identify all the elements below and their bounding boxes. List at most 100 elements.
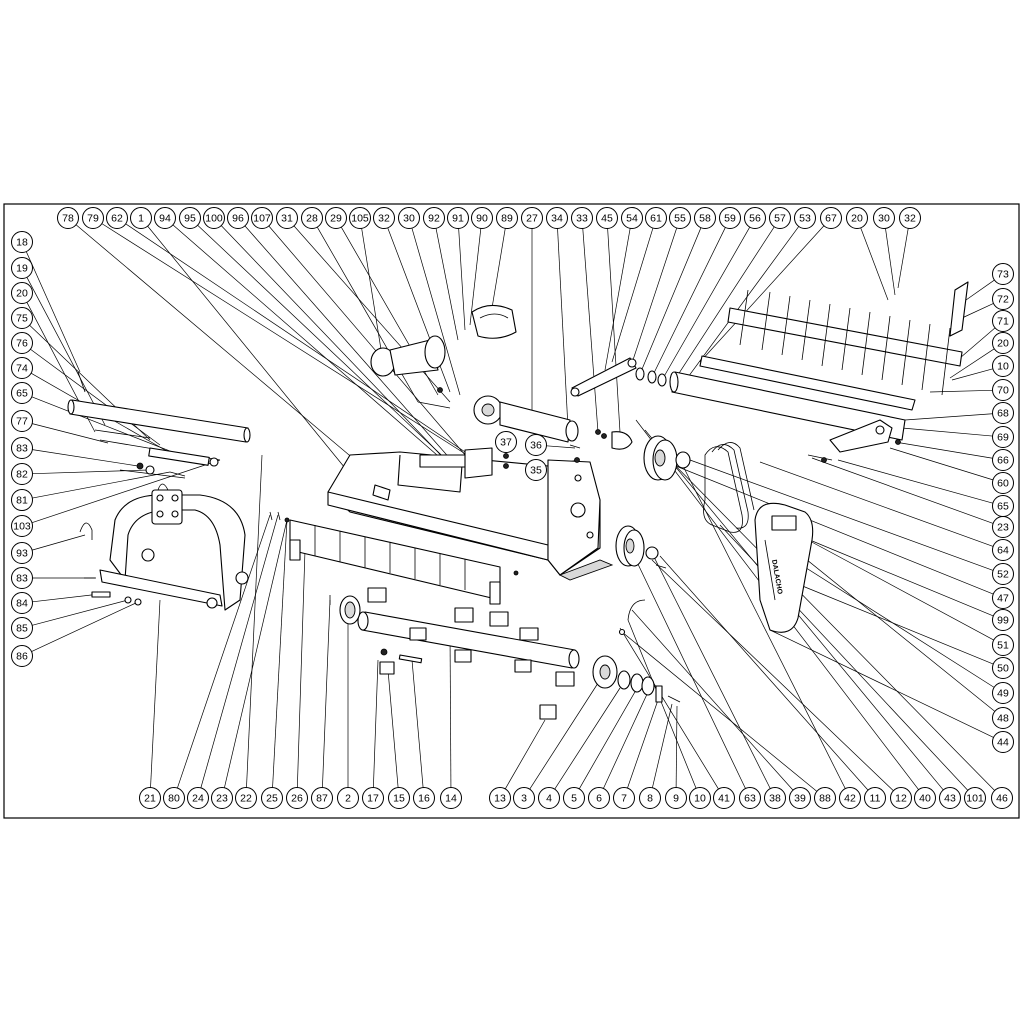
callout-105: 105 (349, 207, 371, 229)
upper-pulley (643, 435, 691, 481)
callout-number: 16 (418, 793, 430, 805)
callout-number: 61 (650, 213, 662, 225)
callout-number: 37 (500, 437, 512, 449)
leader-line (411, 227, 461, 396)
leader-line (449, 631, 452, 788)
leader-line (30, 348, 161, 446)
callout-number: 23 (216, 793, 228, 805)
callout-number: 45 (601, 213, 613, 225)
callout-10: 10 (689, 787, 711, 809)
leader-line (929, 389, 993, 393)
callout-99: 99 (992, 609, 1014, 631)
callout-30: 30 (398, 207, 420, 229)
leader-line (197, 224, 453, 466)
leader-line (458, 228, 466, 331)
leader-line (897, 228, 909, 289)
callout-6: 6 (588, 787, 610, 809)
callout-38: 38 (764, 787, 786, 809)
leader-line (904, 413, 993, 421)
leader-lines (25, 223, 996, 792)
callout-number: 103 (13, 521, 31, 533)
leader-line (435, 228, 459, 341)
leader-line (759, 461, 994, 547)
callout-17: 17 (362, 787, 384, 809)
callout-number: 91 (452, 213, 464, 225)
callout-number: 84 (16, 598, 28, 610)
callout-number: 39 (794, 793, 806, 805)
callout-8: 8 (639, 787, 661, 809)
callout-number: 93 (16, 548, 28, 560)
callout-number: 44 (997, 737, 1009, 749)
leader-line (811, 457, 994, 524)
leader-line (611, 227, 654, 363)
tensioner-arm (570, 357, 667, 397)
callout-number: 48 (997, 713, 1009, 725)
callout-number: 32 (378, 213, 390, 225)
callout-number: 35 (530, 465, 542, 477)
callout-number: 68 (997, 408, 1009, 420)
callout-number: 41 (718, 793, 730, 805)
callout-81: 81 (11, 489, 33, 511)
callout-1: 1 (130, 207, 152, 229)
callout-number: 11 (870, 793, 881, 805)
callout-58: 58 (694, 207, 716, 229)
callout-91: 91 (447, 207, 469, 229)
callout-43: 43 (939, 787, 961, 809)
callout-number: 42 (844, 793, 856, 805)
callout-number: 59 (724, 213, 736, 225)
callout-number: 78 (62, 213, 74, 225)
callout-number: 67 (825, 213, 837, 225)
callout-29: 29 (325, 207, 347, 229)
callout-number: 94 (159, 213, 171, 225)
leader-line (894, 441, 993, 459)
callout-88: 88 (814, 787, 836, 809)
leader-line (177, 514, 271, 789)
callout-20: 20 (992, 332, 1014, 354)
leader-line (659, 555, 869, 791)
callout-9: 9 (665, 787, 687, 809)
callout-number: 107 (253, 213, 271, 225)
callout-number: 43 (944, 793, 956, 805)
main-housing (327, 447, 614, 581)
callout-13: 13 (489, 787, 511, 809)
leader-line (373, 659, 379, 788)
callout-68: 68 (992, 402, 1014, 424)
leader-line (769, 629, 994, 738)
callout-19: 19 (11, 257, 33, 279)
leader-line (675, 705, 678, 788)
leader-line (491, 228, 506, 309)
callout-69: 69 (992, 426, 1014, 448)
callout-4: 4 (538, 787, 560, 809)
callout-107: 107 (251, 207, 273, 229)
callout-number: 70 (997, 385, 1009, 397)
callout-7: 7 (613, 787, 635, 809)
callout-number: 60 (997, 478, 1009, 490)
callout-number: 71 (997, 316, 1009, 328)
callout-100: 100 (203, 207, 225, 229)
callout-60: 60 (992, 472, 1014, 494)
leader-line (671, 226, 775, 385)
leader-line (659, 449, 995, 791)
leader-line (860, 227, 889, 301)
callout-93: 93 (11, 542, 33, 564)
leader-line (31, 459, 221, 524)
callout-10: 10 (992, 355, 1014, 377)
leader-line (322, 599, 331, 788)
leader-line (699, 225, 825, 363)
leader-line (32, 471, 171, 499)
leader-line (504, 719, 546, 790)
callout-32: 32 (899, 207, 921, 229)
hose-fitting (618, 599, 646, 636)
leader-line (411, 659, 424, 788)
callout-103: 103 (11, 515, 33, 537)
callout-52: 52 (992, 563, 1014, 585)
callout-20: 20 (11, 282, 33, 304)
callout-number: 58 (699, 213, 711, 225)
roller-bracket (807, 419, 901, 463)
callout-number: 69 (997, 432, 1009, 444)
callout-101: 101 (964, 787, 986, 809)
callout-number: 30 (878, 213, 890, 225)
leader-line (621, 631, 818, 792)
callout-number: 54 (626, 213, 638, 225)
leader-line (529, 679, 601, 790)
